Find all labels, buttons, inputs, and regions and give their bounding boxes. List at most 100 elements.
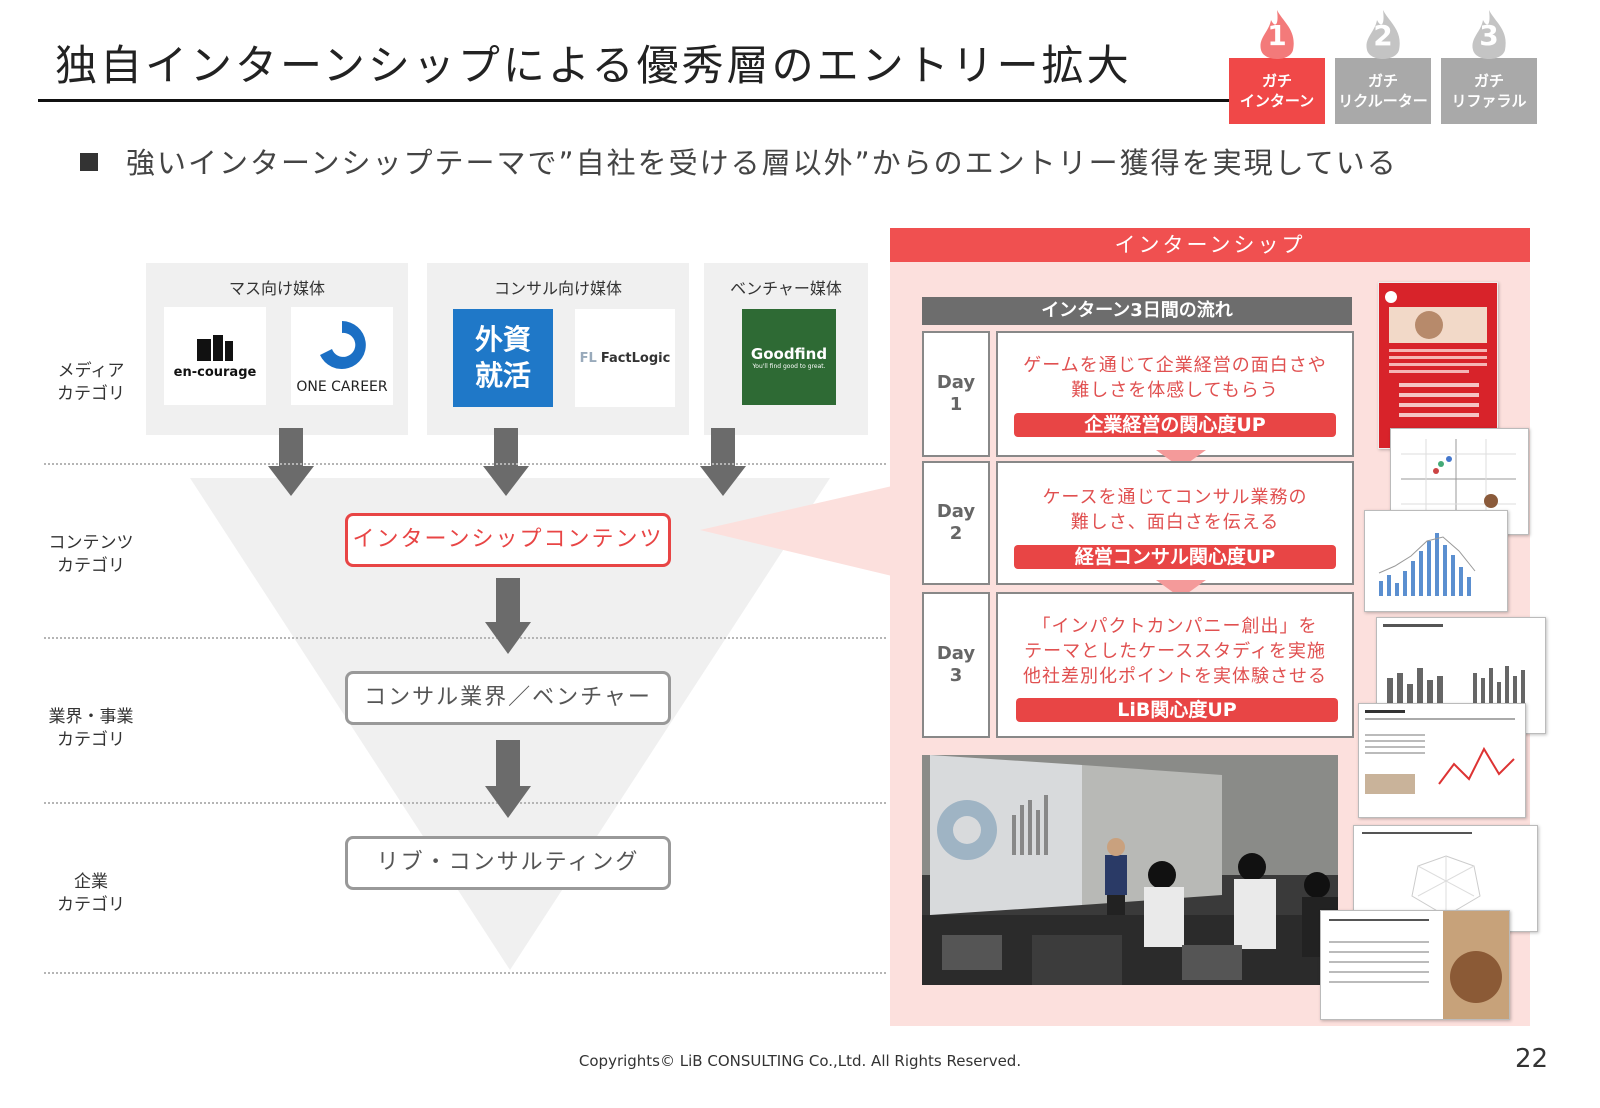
row-label-line: カテゴリ <box>57 384 125 404</box>
row-label-line: 業界・事業 <box>48 707 134 727</box>
flame-icon: 1 <box>1253 8 1301 68</box>
tab-line1: ガチ <box>1261 72 1292 90</box>
copyright-footer: Copyrights© LiB CONSULTING Co.,Ltd. All … <box>578 1052 1022 1070</box>
flame-icon: 2 <box>1359 8 1407 68</box>
scatter-thumbnail-graphic <box>1401 439 1516 524</box>
funnel-company-box: リブ・コンサルティング <box>345 836 671 890</box>
media-box-mass: マス向け媒体 en-courage ONE CAREER <box>146 263 408 435</box>
day-word: Day <box>936 643 976 664</box>
logo-text: 外資 <box>474 323 531 356</box>
funnel-industry-box: コンサル業界／ベンチャー <box>345 671 671 725</box>
day-number: 2 <box>949 523 963 544</box>
day1-outcome-pill: 企業経営の関心度UP <box>1014 413 1336 437</box>
row-label-line: メディア <box>57 361 125 381</box>
chevron-down-icon <box>1156 580 1206 598</box>
down-arrow-icon <box>483 428 529 496</box>
day2-description-box: ケースを通じてコンサル業務の 難しさ、面白さを伝える 経営コンサル関心度UP <box>996 461 1354 585</box>
business-summary-thumbnail <box>1358 703 1526 818</box>
bar-chart-thumbnail-graphic <box>1378 533 1476 596</box>
row-label-line: カテゴリ <box>57 556 125 576</box>
business-summary-graphic <box>1365 710 1515 794</box>
day3-outcome-pill: LiB関心度UP <box>1016 698 1338 722</box>
square-bullet-icon <box>80 153 98 171</box>
tab-gachi-referral: 3 ガチ リファラル <box>1441 10 1537 124</box>
tab-gachi-intern: 1 ガチ インターン <box>1229 10 1325 124</box>
row-label-company: 企業カテゴリ <box>36 871 146 917</box>
down-arrow-icon <box>485 740 531 818</box>
logo-text: Goodfind <box>750 344 828 363</box>
tab-gachi-recruiter: 2 ガチ リクルーター <box>1335 10 1431 124</box>
row-label-media: メディアカテゴリ <box>36 360 146 406</box>
day-desc-line: 「インパクトカンパニー創出」を <box>1032 616 1318 637</box>
down-arrow-icon <box>485 578 531 654</box>
subtitle: 強いインターンシップテーマで”自社を受ける層以外”からのエントリー獲得を実現して… <box>80 140 1398 182</box>
row-label-content: コンテンツカテゴリ <box>36 532 146 578</box>
tab-line2: リクルーター <box>1338 92 1428 110</box>
flow-header: インターン3日間の流れ <box>922 297 1352 325</box>
day-number: 1 <box>949 394 963 415</box>
one-career-logo: ONE CAREER <box>291 307 393 405</box>
case-study-thumbnail <box>1320 910 1510 1020</box>
tab-number: 3 <box>1479 19 1499 52</box>
row-divider <box>44 972 886 974</box>
card-thumbnail <box>1378 282 1498 449</box>
tab-number: 1 <box>1267 19 1287 52</box>
down-arrow-icon <box>268 428 314 496</box>
logo-text: ONE CAREER <box>296 379 388 395</box>
media-box-label: ベンチャー媒体 <box>730 279 842 298</box>
report-thumbnail-graphic <box>1383 624 1525 718</box>
media-box-venture: ベンチャー媒体 Goodfind You'll find good to gre… <box>704 263 868 435</box>
day-word: Day <box>936 501 976 522</box>
row-label-line: カテゴリ <box>57 730 125 750</box>
case-study-graphic <box>1329 911 1509 1019</box>
day2-outcome-pill: 経営コンサル関心度UP <box>1014 545 1336 569</box>
day-desc-line: 他社差別化ポイントを実体験させる <box>1023 666 1327 687</box>
day-word: Day <box>936 372 976 393</box>
chevron-down-icon <box>1156 450 1206 468</box>
tab-line1: ガチ <box>1367 72 1398 90</box>
row-label-line: コンテンツ <box>48 533 134 553</box>
row-label-line: 企業 <box>74 872 108 892</box>
gaishi-shukatsu-logo: 外資 就活 <box>453 309 553 407</box>
media-box-label: マス向け媒体 <box>228 279 325 298</box>
row-divider <box>44 463 886 465</box>
page-number: 22 <box>1515 1044 1549 1074</box>
page-title: 独自インターンシップによる優秀層のエントリー拡大 <box>55 41 1132 90</box>
internship-panel-header: インターンシップ <box>890 228 1530 262</box>
day-desc-line: ケースを通じてコンサル業務の <box>1042 487 1308 508</box>
down-arrow-icon <box>700 428 746 496</box>
media-box-label: コンサル向け媒体 <box>493 279 622 298</box>
logo-text: FactLogic <box>600 350 671 366</box>
day-desc-line: テーマとしたケーススタディを実施 <box>1024 641 1326 662</box>
factlogic-logo: FL FactLogic <box>575 309 675 407</box>
card-thumbnail-graphic <box>1385 291 1487 417</box>
day1-description-box: ゲームを通じて企業経営の面白さや 難しさを体感してもらう 企業経営の関心度UP <box>996 331 1354 457</box>
day-number: 3 <box>949 665 963 686</box>
day-desc-line: 難しさを体感してもらう <box>1071 380 1279 401</box>
callout-pointer <box>700 486 892 576</box>
tab-line2: リファラル <box>1451 92 1527 110</box>
funnel-content-box: インターンシップコンテンツ <box>345 513 671 567</box>
logo-text: en-courage <box>173 364 257 380</box>
row-divider <box>44 637 886 639</box>
tab-number: 2 <box>1373 19 1393 52</box>
tab-line2: インターン <box>1239 92 1315 110</box>
seminar-photo <box>922 755 1338 985</box>
logo-tagline: You'll find good to great. <box>752 362 826 370</box>
row-label-line: カテゴリ <box>57 895 125 915</box>
en-courage-logo: en-courage <box>164 307 266 405</box>
title-underline <box>38 99 1253 102</box>
day3-description-box: 「インパクトカンパニー創出」を テーマとしたケーススタディを実施 他社差別化ポイ… <box>996 592 1354 738</box>
bar-chart-thumbnail <box>1364 510 1508 612</box>
row-label-industry: 業界・事業カテゴリ <box>36 706 146 752</box>
goodfind-logo: Goodfind You'll find good to great. <box>742 309 836 405</box>
tab-line1: ガチ <box>1473 72 1504 90</box>
day-desc-line: 難しさ、面白さを伝える <box>1070 512 1280 533</box>
row-divider <box>44 802 886 804</box>
flame-icon: 3 <box>1465 8 1513 68</box>
subtitle-text: 強いインターンシップテーマで”自社を受ける層以外”からのエントリー獲得を実現して… <box>126 146 1398 180</box>
day-desc-line: ゲームを通じて企業経営の面白さや <box>1023 355 1327 376</box>
factlogic-mark-icon: FL <box>579 350 597 366</box>
